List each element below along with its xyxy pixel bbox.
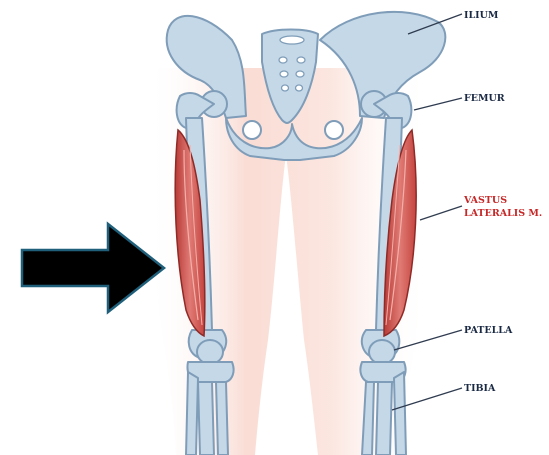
tibia-label: TIBIA xyxy=(464,383,496,394)
femur-label: FEMUR xyxy=(464,93,505,104)
right-patella xyxy=(369,340,395,364)
left-patella xyxy=(197,340,223,364)
patella-label: PATELLA xyxy=(464,325,513,336)
right-lower-leg xyxy=(360,362,406,455)
vastus-lateralis-label-line1: VASTUS xyxy=(463,195,507,206)
vastus-lateralis-label-line2: LATERALIS M. xyxy=(464,208,542,219)
ilium-label: ILIUM xyxy=(464,10,499,21)
left-lower-leg xyxy=(186,362,234,455)
arrow-right-icon xyxy=(22,224,164,312)
